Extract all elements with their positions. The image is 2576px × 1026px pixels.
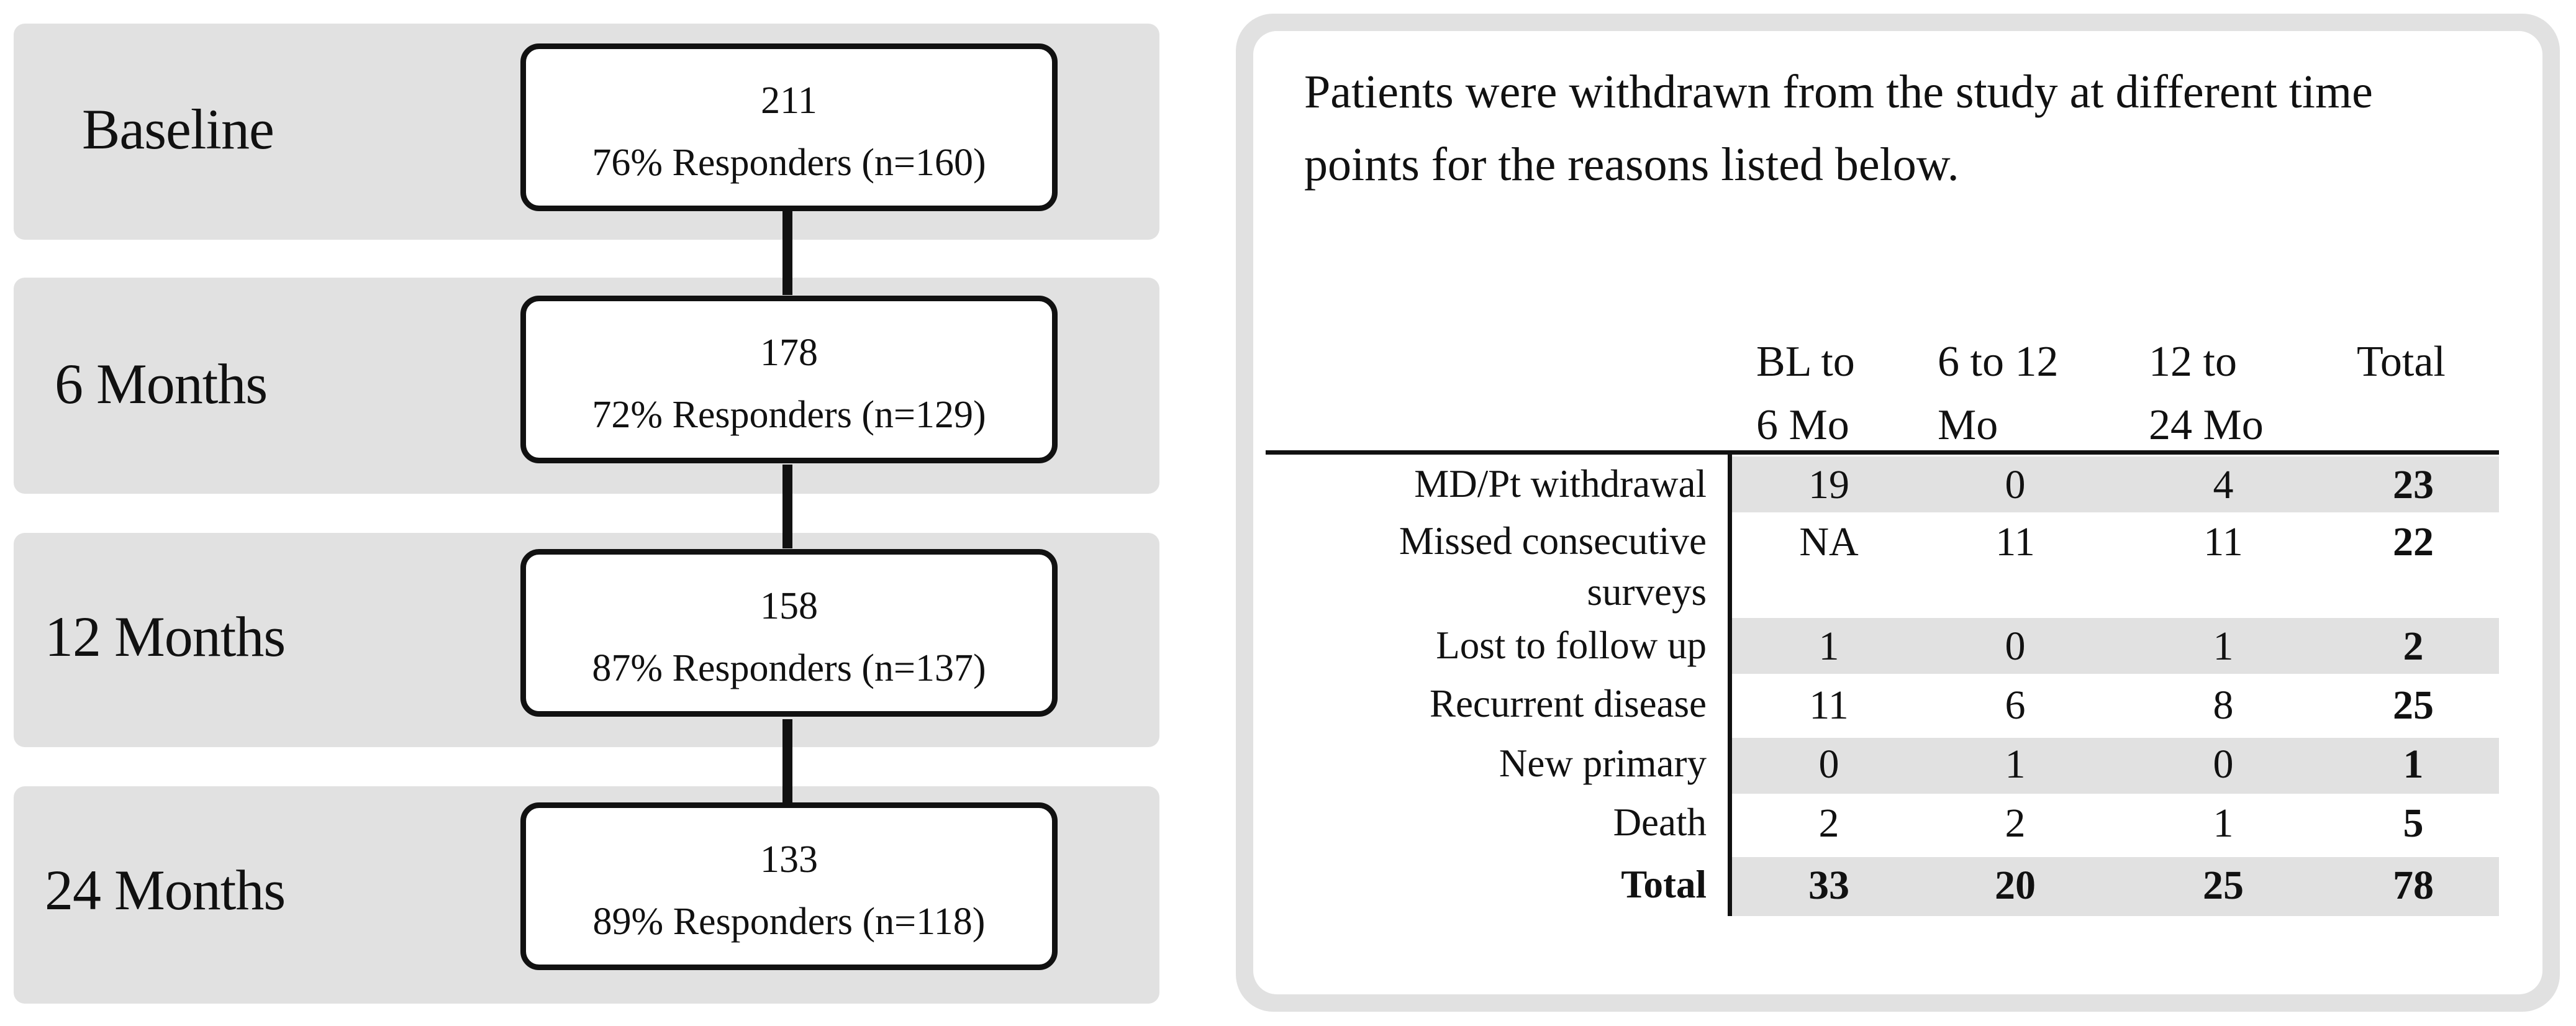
participant-count: 133 [760, 838, 818, 881]
cell-total: 25 [2203, 863, 2244, 908]
responder-rate: 87% Responders (n=137) [592, 647, 986, 689]
row-label: Recurrent disease [1429, 682, 1707, 725]
cell: 2 [1818, 801, 1839, 846]
row-label-line: surveys [1587, 570, 1707, 614]
row-shading [1732, 456, 2499, 512]
row-shading [1732, 738, 2499, 794]
withdrawal-panel [1253, 31, 2542, 994]
cell: 11 [1809, 683, 1849, 728]
responder-rate: 76% Responders (n=160) [592, 142, 986, 184]
row-label: Lost to follow up [1436, 624, 1707, 667]
row-label-line: Missed consecutive [1399, 519, 1707, 563]
intro-text-line2: points for the reasons listed below. [1304, 138, 1959, 191]
column-header-line: Total [2357, 338, 2446, 386]
stage-box-24-months: 133 89% Responders (n=118) [520, 802, 1058, 970]
column-header-line: 6 to 12 [1938, 338, 2059, 386]
table-header-rule [1266, 450, 2499, 455]
table-label-rule [1728, 450, 1732, 916]
cell: 8 [2213, 683, 2234, 728]
column-header-line: 24 Mo [2149, 401, 2264, 449]
responder-rate: 72% Responders (n=129) [592, 394, 986, 436]
stage-box-6-months: 178 72% Responders (n=129) [520, 296, 1058, 463]
participant-count: 211 [761, 79, 817, 122]
cell: 1 [2005, 742, 2026, 787]
flow-connector [782, 211, 792, 295]
cell: 19 [1808, 462, 1849, 507]
row-label: New primary [1499, 742, 1707, 785]
cell: 0 [2213, 742, 2234, 787]
cell: 0 [2005, 462, 2026, 507]
stage-box-12-months: 158 87% Responders (n=137) [520, 549, 1058, 717]
stage-label: 24 Months [45, 858, 286, 922]
cell-total: 22 [2393, 519, 2434, 565]
flow-connector [782, 465, 792, 548]
column-header-line: 12 to [2149, 338, 2237, 386]
cell-total: 20 [1995, 863, 2036, 908]
cell-total: 5 [2403, 801, 2424, 846]
cell: 11 [1995, 519, 2035, 565]
cell-total: 33 [1808, 863, 1849, 908]
cell: NA [1799, 519, 1859, 565]
column-header-line: 6 Mo [1756, 401, 1849, 449]
flow-connector [782, 719, 792, 803]
cell-total: 1 [2403, 742, 2424, 787]
column-header: BL to 6 Mo [1756, 330, 1855, 457]
cell: 1 [2213, 624, 2234, 669]
row-label: Total [1621, 863, 1707, 906]
intro-text-line1: Patients were withdrawn from the study a… [1304, 66, 2373, 118]
stage-label: 12 Months [45, 605, 286, 668]
cell: 1 [2213, 801, 2234, 846]
cell-total: 78 [2393, 863, 2434, 908]
column-header: 12 to 24 Mo [2149, 330, 2264, 457]
cell-total: 2 [2403, 624, 2424, 669]
column-header-line: Mo [1938, 401, 1998, 449]
cell-total: 23 [2393, 462, 2434, 507]
row-label: Missed consecutive surveys [1399, 515, 1707, 617]
cell: 11 [2203, 519, 2243, 565]
cell: 0 [2005, 624, 2026, 669]
row-label: Death [1613, 801, 1707, 844]
participant-count: 158 [760, 585, 818, 627]
responder-rate: 89% Responders (n=118) [592, 901, 986, 943]
row-shading [1732, 857, 2499, 916]
cell: 6 [2005, 683, 2026, 728]
stage-label: 6 Months [55, 352, 268, 415]
column-header: Total [2357, 330, 2446, 394]
stage-label: Baseline [82, 98, 274, 161]
row-label: MD/Pt withdrawal [1414, 462, 1707, 506]
cell-total: 25 [2393, 683, 2434, 728]
cell: 1 [1818, 624, 1839, 669]
cell: 4 [2213, 462, 2234, 507]
row-shading [1732, 618, 2499, 674]
column-header: 6 to 12 Mo [1938, 330, 2058, 457]
column-header-line: BL to [1756, 338, 1855, 386]
cell: 2 [2005, 801, 2026, 846]
participant-count: 178 [760, 332, 818, 374]
cell: 0 [1818, 742, 1839, 787]
stage-box-baseline: 211 76% Responders (n=160) [520, 43, 1058, 211]
